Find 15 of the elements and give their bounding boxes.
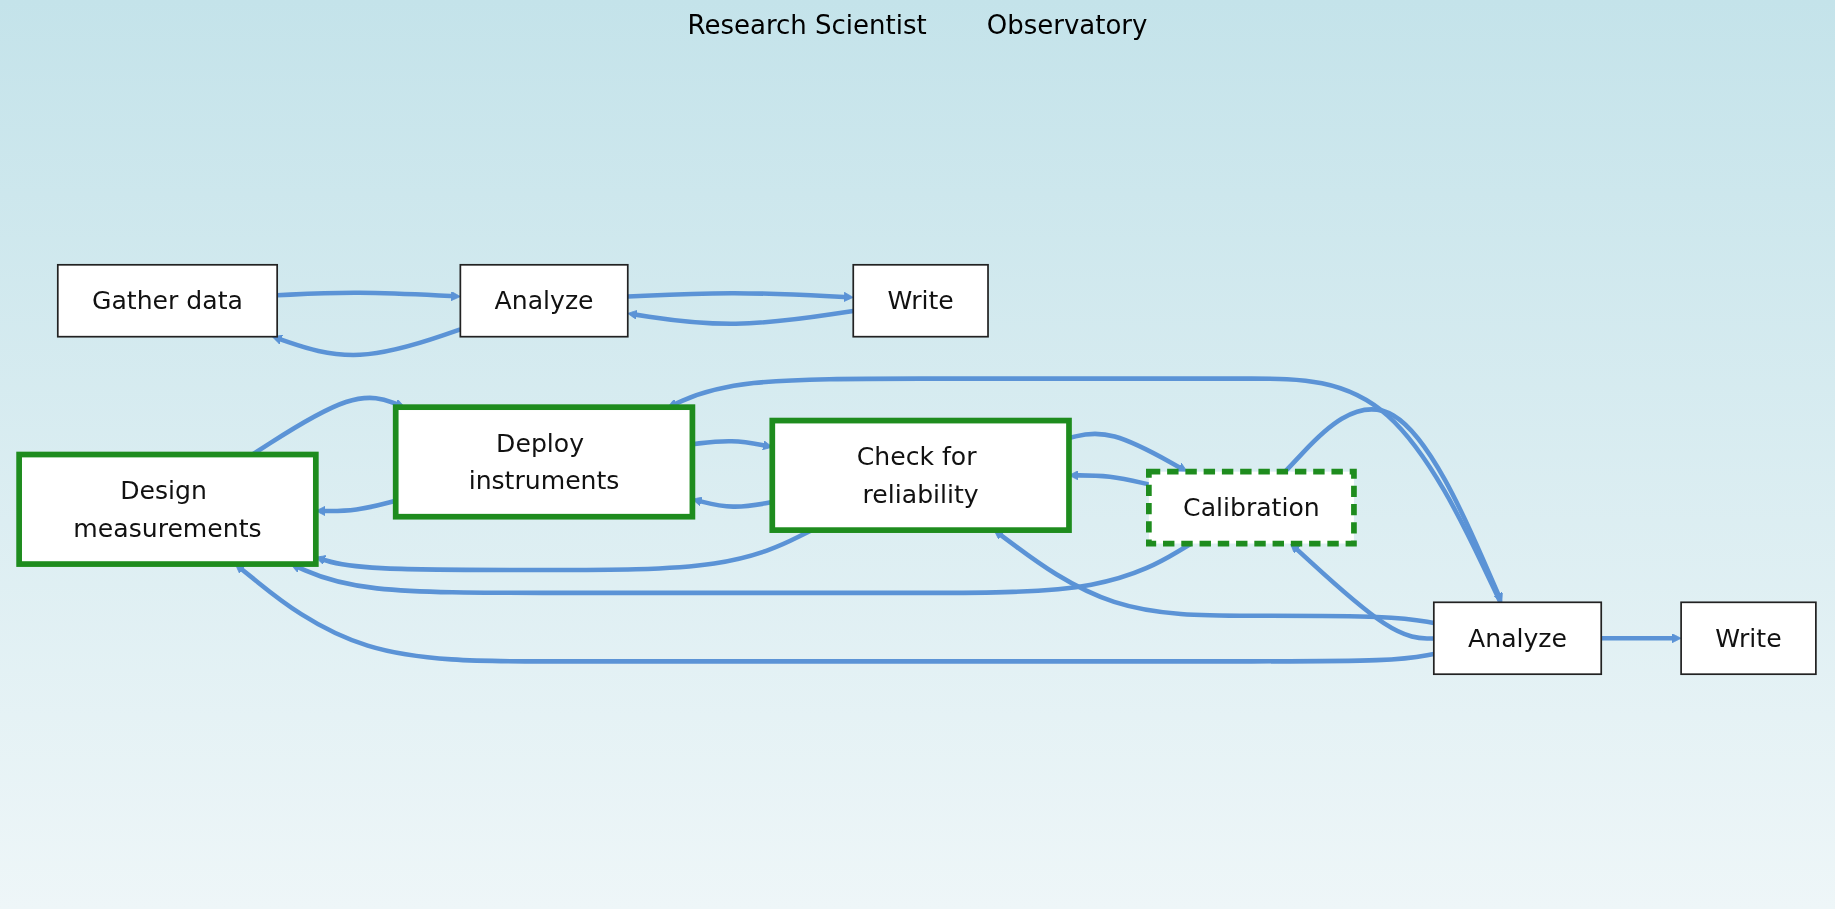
arrow bbox=[1601, 633, 1682, 644]
arrow bbox=[627, 290, 854, 302]
arrow bbox=[277, 290, 461, 302]
group-label: Research Scientist bbox=[687, 10, 927, 40]
node-box: Deploy instruments bbox=[392, 404, 696, 520]
node-box: Check for reliability bbox=[769, 417, 1072, 533]
group-label: Observatory bbox=[986, 10, 1148, 40]
node-box: Write bbox=[852, 263, 989, 338]
node-box: Analyze bbox=[1432, 601, 1603, 676]
node-box: Write bbox=[1680, 601, 1817, 676]
arrow bbox=[627, 308, 854, 326]
node-box: Calibration bbox=[1146, 468, 1357, 547]
node-box: Design measurements bbox=[16, 451, 319, 567]
node-box: Analyze bbox=[459, 263, 629, 338]
node-box: Gather data bbox=[56, 263, 278, 338]
